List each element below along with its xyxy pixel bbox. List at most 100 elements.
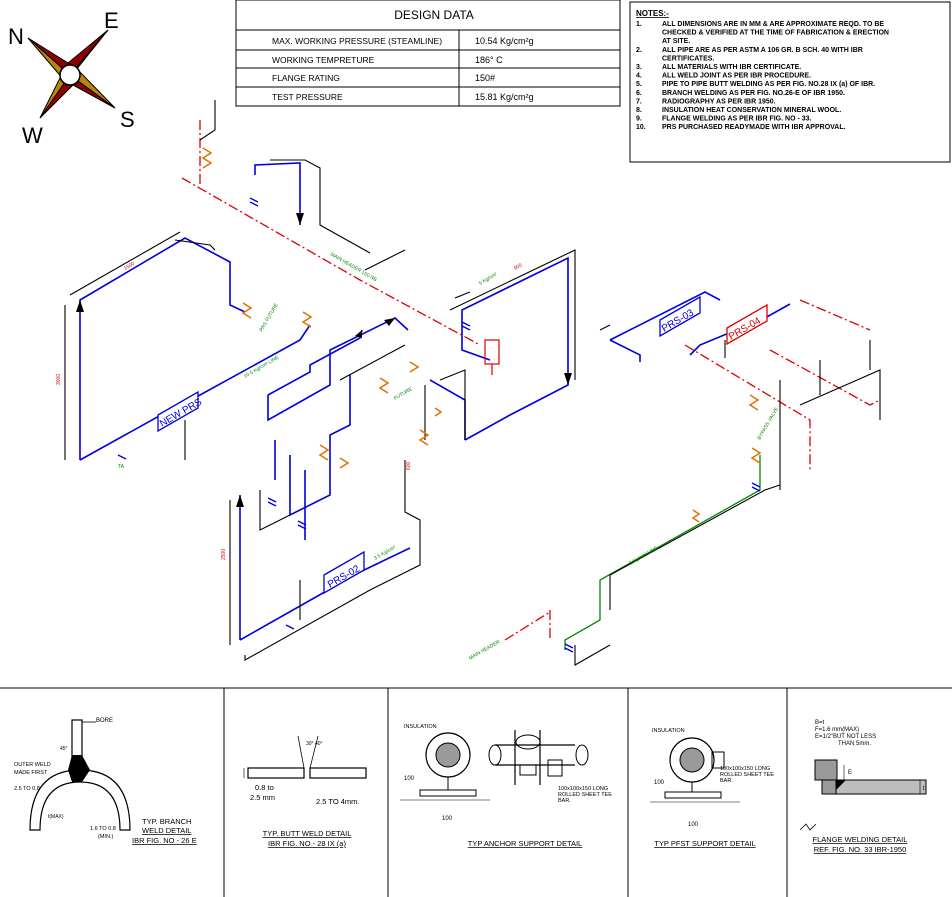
note-number: 7. [636,98,642,105]
note-number: 8. [636,107,642,114]
prs-04: PRS-04 [726,303,768,346]
note-text: AT SITE. [662,38,690,45]
butt-dim-a1: 0.8 to [255,783,274,792]
anchor-insulation: INSULATION [404,724,437,730]
flange-e2: THAN 5mm. [838,741,871,747]
branch-bore: BORE [96,718,113,724]
anchor-tee-1: 100x100x150 LONG [558,786,608,792]
branch-angle: 45° [60,746,68,752]
butt-weld-detail: 30° 40° 0.8 to 2.5 mm 2.5 TO 4mm. TYP. B… [243,735,367,848]
branch-made-first: MADE FIRST [14,770,48,776]
note-text: BRANCH WELDING AS PER FIG. NO.26-E OF IB… [662,90,845,97]
butt-dim-a2: 2.5 mm [250,793,275,802]
prs-new: NEW PRS [157,390,204,433]
note-text: RADIOGRAPHY AS PER IBR 1950. [662,98,776,105]
isometric-piping [64,100,881,666]
compass-w: W [22,123,43,148]
design-row-label: MAX. WORKING PRESSURE (STEAMLINE) [272,36,442,46]
kg-line-label: 3 Kg/cm² LINE [628,545,660,567]
note-number: 2. [636,47,642,54]
dim-label: 3000 [56,374,62,385]
prs-03: PRS-03 [659,295,701,338]
note-text: FLANGE WELDING AS PER IBR FIG. NO - 33. [662,116,812,123]
design-row-value: 150# [475,73,495,83]
design-data-title: DESIGN DATA [394,8,474,22]
notes-list: 1. ALL DIMENSIONS ARE IN MM & ARE APPROXI… [636,21,889,131]
flange-marks [117,197,761,653]
compass-s: S [120,107,135,132]
pipe-network-red [181,120,881,641]
note-text: CHECKED & VERIFIED AT THE TIME OF FABRIC… [662,30,889,37]
future-label: FUTURE [393,386,414,402]
butt-angle: 30° 40° [306,741,323,747]
pipe-network-green [564,455,761,650]
pfst-tee-3: BAR. [720,778,733,784]
design-row-value: 10.54 Kg/cm²g [475,36,534,46]
note-number: 4. [636,73,642,80]
note-text: ALL MATERIALS WITH IBR CERTIFICATE. [662,64,801,71]
prs-future-label: PRS FUTURE [259,302,281,333]
note-number: 10. [636,124,646,131]
anchor-support-detail: INSULATION 100 100 100x100x150 LONG ROLL… [400,724,612,848]
design-row-label: FLANGE RATING [272,73,340,83]
branch-tmax: t(MAX) [48,814,64,820]
note-number: 6. [636,90,642,97]
prs-02: PRS-02 [323,550,365,595]
butt-title-1: TYP. BUTT WELD DETAIL [263,829,352,838]
pfst-insulation: INSULATION [652,728,685,734]
flow-arrows [76,213,572,507]
dim-label: 900 [513,262,523,271]
anchor-dim-100a: 100 [404,776,415,782]
bypass-valve-label: BYPASS VALVE [757,406,781,441]
anchor-tee-3: BAR. [558,798,571,804]
pipe-network-blue-left [79,162,569,641]
design-row-value: 186° C [475,55,503,65]
kg-line-label: 5 Kg/cm² [478,271,499,286]
butt-title-2: IBR FIG. NO - 28 IX (a) [268,839,346,848]
pfst-dim-100b: 100 [688,822,699,828]
compass-center [59,64,81,86]
flange-title-1: FLANGE WELDING DETAIL [813,835,908,844]
flange-t-lbl: t [923,786,925,792]
branch-title-2: WELD DETAIL [142,826,191,835]
butt-dim-b: 2.5 TO 4mm. [316,797,360,806]
flange-welding-detail: B=t F=1.6 mm(MAX) E=1/2"BUT NOT LESS THA… [799,720,927,854]
main-header-label: MAIN HEADER [468,639,501,662]
anchor-tee-2: ROLLED SHEET TEE [558,792,612,798]
compass-e: E [104,8,119,33]
pfst-support-detail: INSULATION 100 100 100x100x150 LONG ROLL… [650,728,774,848]
dim-label: 2500 [221,549,227,560]
dim-label: 1500 [123,261,136,272]
pfst-dim-100a: 100 [654,780,665,786]
design-row-value: 15.81 Kg/cm²g [475,92,534,102]
note-text: PIPE TO PIPE BUTT WELDING AS PER FIG. NO… [662,81,875,88]
compass-n: N [8,24,24,49]
note-number: 5. [636,81,642,88]
kg-line-label: 10.5 Kg/cm² LINE [243,354,281,379]
branch-weld-detail: BORE 45° OUTER WELD MADE FIRST 2.5 TO 0.… [14,718,197,845]
flange-e1: E=1/2"BUT NOT LESS [815,734,876,740]
flange-e-lbl: E [848,770,852,776]
notes-heading: NOTES:- [636,9,669,18]
branch-title-1: TYP. BRANCH [142,817,191,826]
note-number: 9. [636,116,642,123]
note-text: ALL WELD JOINT AS PER IBR PROCEDURE. [662,73,811,80]
design-row-label: TEST PRESSURE [272,92,343,102]
note-text: ALL DIMENSIONS ARE IN MM & ARE APPROXIMA… [662,21,884,28]
strainer-symbol [484,339,500,375]
note-text: CERTIFICATES. [662,55,714,62]
branch-root: 1.6 TO 0.8 [90,826,116,832]
ta-label: TA [118,464,125,470]
note-text: ALL PIPE ARE AS PER ASTM A 106 GR. B SCH… [662,47,863,54]
pfst-tee-2: ROLLED SHEET TEE [720,772,774,778]
note-text: INSULATION HEAT CONSERVATION MINERAL WOO… [662,107,841,114]
note-number: 1. [636,21,642,28]
branch-outer-weld: OUTER WELD [14,762,51,768]
branch-title-3: IBR FIG. NO - 26 E [132,836,197,845]
anchor-dim-100b: 100 [442,816,453,822]
pipe-network-black [64,100,881,666]
detail-strip [0,687,952,897]
anchor-title: TYP ANCHOR SUPPORT DETAIL [468,839,582,848]
design-row-label: WORKING TEMPRETURE [272,55,375,65]
